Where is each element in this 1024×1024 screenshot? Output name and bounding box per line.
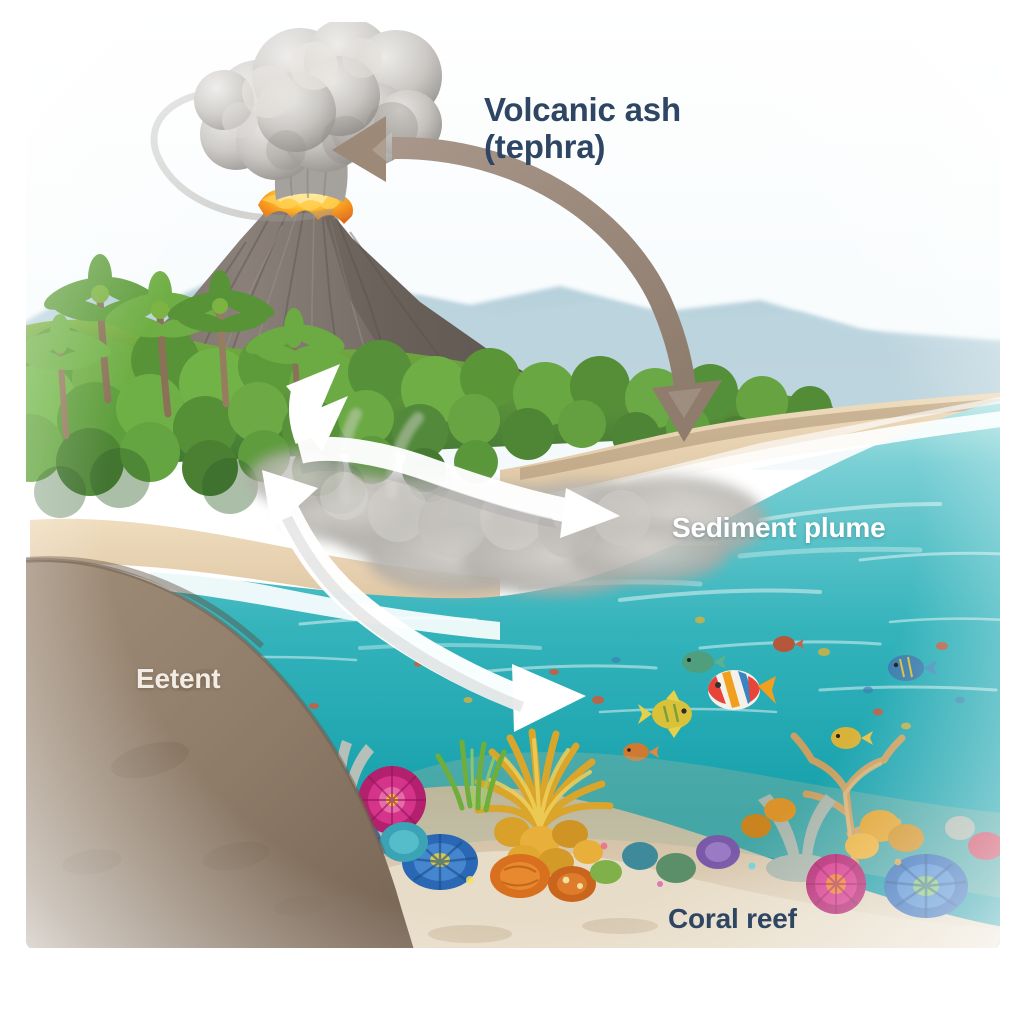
label-sediment-plume: Sediment plume: [672, 512, 886, 543]
label-coral-reef: Coral reef: [668, 903, 797, 934]
label-extent: Eetent: [136, 663, 221, 694]
coral-fan-magenta-right: [806, 854, 866, 914]
label-volcanic-ash: Volcanic ash (tephra): [484, 91, 681, 165]
